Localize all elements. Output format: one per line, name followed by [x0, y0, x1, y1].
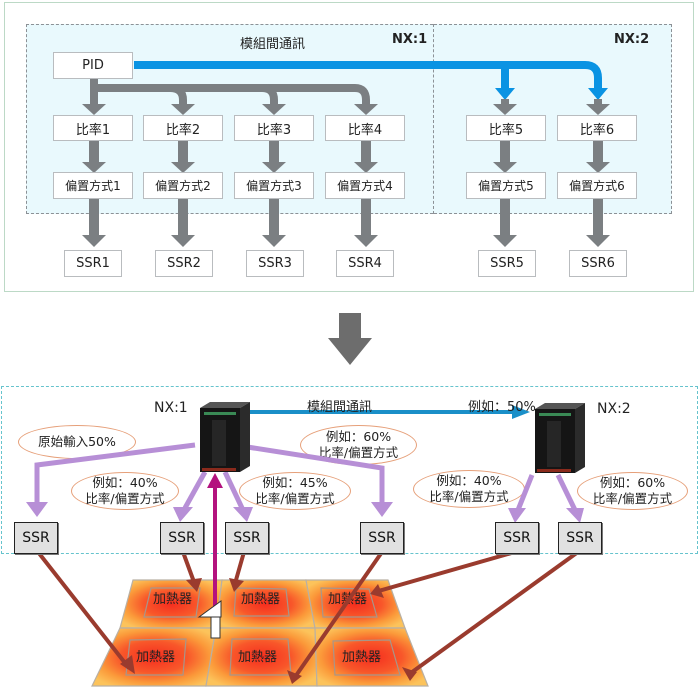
- ratio-to-bias-arrows: [82, 140, 610, 173]
- ssr-block-5: SSR5: [478, 250, 536, 277]
- bottom-comm-label: 模組間通訊: [307, 400, 373, 415]
- callout-text: 比率/偏置方式: [255, 491, 335, 506]
- callout-text: 例如：45%: [262, 475, 328, 490]
- heater-label-5: 加熱器: [238, 650, 278, 665]
- ssr-block-3: SSR3: [246, 250, 304, 277]
- bottom-flow-arrows: [26, 405, 584, 684]
- bias-block-4: 偏置方式4: [325, 172, 405, 199]
- ratio-arrowheads: [82, 104, 378, 115]
- callout-text: 比率/偏置方式: [85, 491, 165, 506]
- callout-text: 比率/偏置方式: [318, 445, 399, 460]
- ratio-block-3: 比率3: [234, 115, 314, 141]
- temperature-sensor-icon: [197, 600, 222, 639]
- heater-arrowheads: [120, 578, 417, 684]
- ratio-block-1: 比率1: [53, 115, 133, 141]
- distribution-arrowheads: [26, 502, 584, 523]
- bias-block-6: 偏置方式6: [557, 172, 637, 199]
- distribution-arrows: [34, 442, 578, 512]
- ratio-block-5: 比率5: [466, 115, 546, 141]
- ssr-box-2: SSR: [160, 522, 204, 554]
- bias-block-2: 偏置方式2: [143, 172, 223, 199]
- nx1-zone-label: NX:1: [392, 32, 428, 47]
- ratio-block-6: 比率6: [557, 115, 637, 141]
- bottom-system-zone: [1, 386, 698, 554]
- top-flow-arrows: [82, 61, 610, 247]
- heater-label-6: 加熱器: [342, 650, 382, 665]
- heater-arrows: [36, 550, 580, 679]
- ssr-box-3: SSR: [225, 522, 269, 554]
- ratio-block-2: 比率2: [143, 115, 223, 141]
- ssr-block-2: SSR2: [155, 250, 213, 277]
- callout-text: 比率/偏置方式: [429, 489, 509, 504]
- ssr-block-4: SSR4: [336, 250, 394, 277]
- ssr-box-5: SSR: [495, 522, 539, 554]
- callout-text: 例如：40%: [436, 473, 502, 488]
- pid-to-ratio-arrows: [90, 78, 370, 104]
- ssr-block-6: SSR6: [569, 250, 627, 277]
- nx1-controller-label: NX:1: [154, 400, 188, 416]
- zone-divider: [433, 24, 434, 214]
- down-arrow-icon: [328, 313, 372, 365]
- heater-label-2: 加熱器: [241, 592, 281, 607]
- feedback-arrow: [207, 473, 223, 612]
- ratio-block-4: 比率4: [325, 115, 405, 141]
- ssr-box-1: SSR: [14, 522, 58, 554]
- bias-block-3: 偏置方式3: [234, 172, 314, 199]
- callout-ssr5: 例如：40% 比率/偏置方式: [413, 470, 525, 508]
- heater-tile-6: [314, 627, 429, 687]
- comm-example-label: 例如：50%: [468, 400, 536, 415]
- callout-text: 比率/偏置方式: [592, 491, 673, 506]
- bias-block-5: 偏置方式5: [466, 172, 546, 199]
- callout-text: 例如：40%: [92, 475, 158, 490]
- server-tower-icon: [535, 403, 585, 473]
- bias-to-ssr-arrows: [82, 198, 610, 247]
- ssr-block-1: SSR1: [64, 250, 122, 277]
- heater-label-1: 加熱器: [153, 592, 193, 607]
- ssr-box-4: SSR: [360, 522, 404, 554]
- callout-ssr6: 例如：60% 比率/偏置方式: [577, 472, 688, 510]
- pid-to-nx2-arrow: [134, 61, 610, 115]
- ssr-box-6: SSR: [558, 522, 602, 554]
- callout-text: 原始輸入50%: [38, 434, 116, 449]
- comm-arrow: [248, 405, 530, 419]
- callout-text: 例如：60%: [599, 475, 666, 490]
- nx2-zone-label: NX:2: [614, 32, 650, 47]
- bias-block-1: 偏置方式1: [53, 172, 133, 199]
- nx2-controller-label: NX:2: [597, 401, 631, 417]
- callout-ssr2: 例如：40% 比率/偏置方式: [71, 472, 179, 510]
- top-comm-label: 模組間通訊: [240, 37, 306, 52]
- callout-text: 例如：60%: [325, 429, 392, 444]
- server-tower-icon: [200, 402, 250, 472]
- callout-ssr3: 例如：45% 比率/偏置方式: [239, 472, 351, 510]
- heater-label-4: 加熱器: [136, 650, 176, 665]
- pid-block: PID: [53, 52, 133, 79]
